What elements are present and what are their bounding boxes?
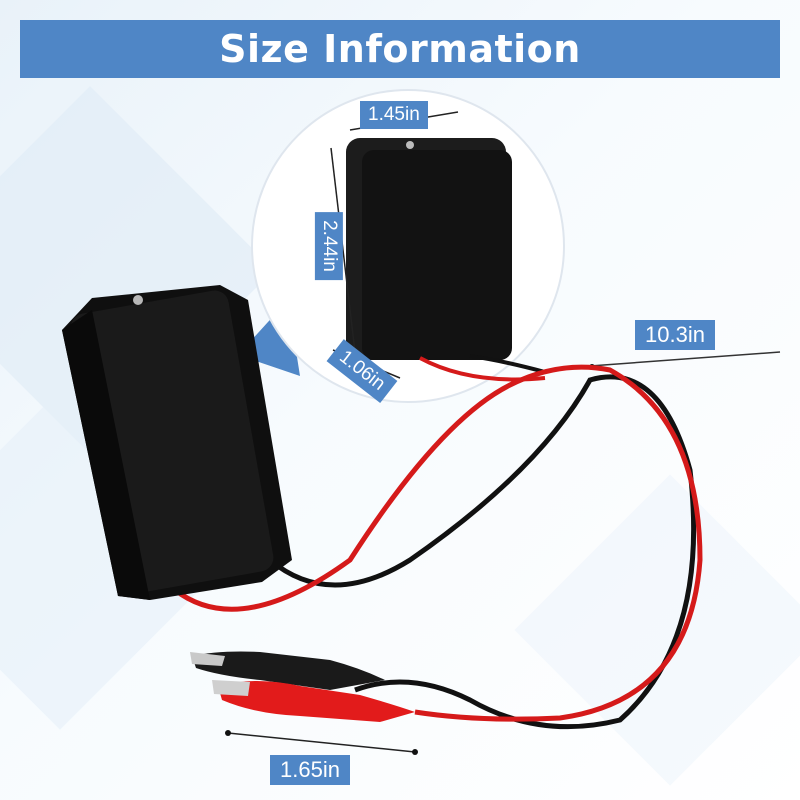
clip-dim-line xyxy=(227,732,416,753)
red-wire-icon xyxy=(173,364,703,722)
title-banner: Size Information xyxy=(20,20,780,78)
banner-title: Size Information xyxy=(219,27,581,71)
main-box-housing xyxy=(62,285,292,600)
callout-box-housing xyxy=(346,138,546,382)
height-label: 2.44in xyxy=(314,212,343,280)
led-indicator-icon xyxy=(133,295,143,305)
height-dim-line xyxy=(330,147,356,353)
cable-dim-line xyxy=(589,351,781,367)
width-label: 1.45in xyxy=(360,101,428,129)
black-clip-icon xyxy=(190,651,385,690)
red-clip-icon xyxy=(212,680,415,722)
cable-length-label: 10.3in xyxy=(635,320,715,350)
clip-length-label: 1.65in xyxy=(270,755,350,785)
led-dot-icon xyxy=(406,141,414,149)
